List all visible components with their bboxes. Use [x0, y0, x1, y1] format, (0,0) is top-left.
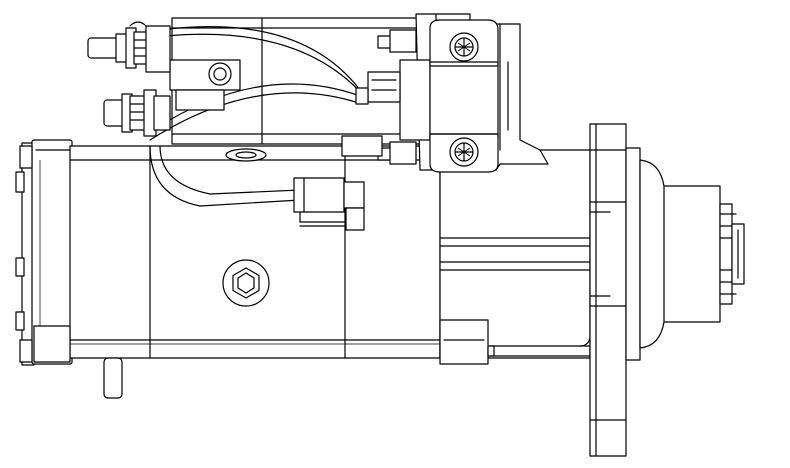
pinion-gear: [719, 203, 745, 305]
bracket-screw-bottom: [449, 137, 479, 167]
nose-cone: [639, 159, 721, 349]
drive-housing: [439, 149, 591, 365]
top-plug: [225, 148, 267, 162]
upper-terminal-stud: [87, 21, 171, 73]
mounting-flange: [589, 123, 641, 457]
lower-terminal-stud: [103, 89, 171, 137]
solenoid-side-studs: [341, 29, 431, 165]
motor-housing: [33, 145, 441, 363]
drain-stub: [103, 357, 123, 399]
bracket-screw-top: [449, 32, 479, 62]
hex-plug: [222, 259, 270, 307]
terminal-clamp-block: [169, 59, 241, 111]
wire-harness: [149, 26, 365, 207]
harness-connector: [293, 177, 365, 231]
